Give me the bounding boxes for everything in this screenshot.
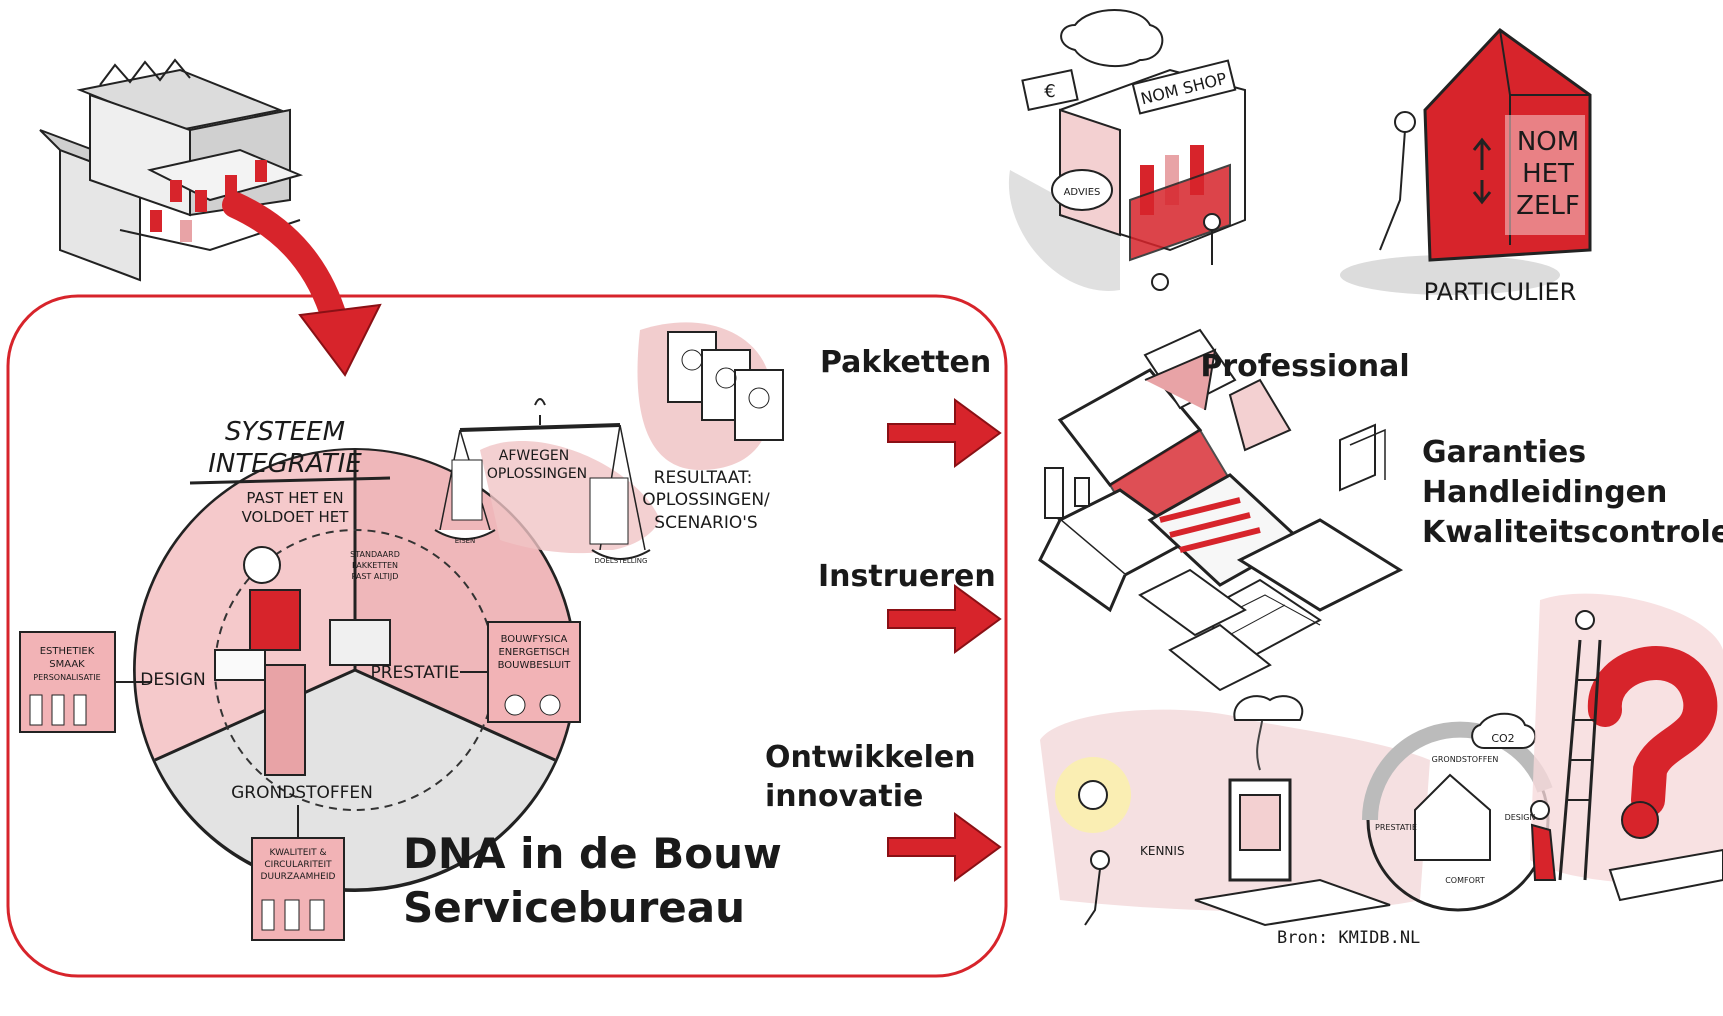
- result-cards: [637, 322, 784, 470]
- cycle-left: PRESTATIE: [1375, 823, 1417, 832]
- label-instrueren: Instrueren: [818, 559, 996, 594]
- side-box-bottom: [251, 805, 345, 941]
- shop-advice: ADVIES: [1064, 187, 1101, 198]
- side-box-right: [460, 621, 581, 723]
- nom-shop-illustration: [1008, 9, 1246, 291]
- bottom-box-line3: DUURZAAMHEID: [261, 872, 336, 882]
- scale-label-line2: OPLOSSINGEN: [487, 466, 587, 482]
- system-title-line2: INTEGRATIE: [208, 449, 362, 479]
- main-title-line2: Servicebureau: [403, 883, 745, 932]
- main-title-line1: DNA in de Bouw: [403, 829, 782, 878]
- deliverable-handleidingen: Handleidingen: [1422, 475, 1667, 510]
- arrow-pakketten: [887, 398, 1002, 468]
- house-text-line2: HET: [1522, 159, 1574, 189]
- label-pakketten: Pakketten: [820, 345, 991, 380]
- cycle-co2: CO2: [1491, 732, 1514, 745]
- house-text-line1: NOM: [1517, 127, 1579, 157]
- system-subtitle-line1: PAST HET EN: [246, 489, 343, 507]
- side-box-left: [19, 631, 152, 733]
- result-line3: SCENARIO'S: [654, 513, 757, 533]
- kennis-label: KENNIS: [1140, 844, 1185, 858]
- label-innovatie: innovatie: [765, 779, 923, 814]
- cycle-right: DESIGN: [1505, 813, 1536, 822]
- servicebureau-frame: [6, 294, 1008, 978]
- right-box-line1: BOUWFYSICA: [501, 634, 568, 645]
- scale-label-line1: AFWEGEN: [499, 448, 570, 464]
- factory-flow-arrow: [222, 192, 348, 333]
- segment-prestatie: PRESTATIE: [370, 663, 459, 683]
- euro-sign: €: [1044, 81, 1055, 102]
- source-credit: Bron: KMIDB.NL: [1277, 928, 1420, 948]
- result-line1: RESULTAAT:: [654, 468, 753, 488]
- bottom-box-line1: KWALITEIT &: [269, 848, 326, 858]
- left-box-line2: SMAAK: [49, 659, 85, 670]
- professional-label: Professional: [1200, 349, 1409, 384]
- factory-illustration: [39, 58, 304, 282]
- arrow-instrueren: [887, 584, 1002, 654]
- left-box-line1: ESTHETIEK: [40, 646, 95, 657]
- inner-note-line3: PAST ALTIJD: [352, 572, 399, 581]
- system-subtitle-line2: VOLDOET HET: [242, 508, 350, 526]
- professional-floorplan: [1038, 328, 1404, 692]
- scale-right-pan: DOELSTELLING: [595, 557, 648, 565]
- deliverable-garanties: Garanties: [1422, 435, 1586, 470]
- result-line2: OPLOSSINGEN/: [642, 490, 770, 510]
- cycle-top: GRONDSTOFFEN: [1432, 755, 1499, 764]
- inner-note-line1: STANDAARD: [350, 550, 400, 559]
- cycle-bottom: COMFORT: [1445, 876, 1485, 885]
- particulier-label: PARTICULIER: [1424, 278, 1577, 306]
- system-title-line1: SYSTEEM: [225, 417, 345, 447]
- nom-het-zelf-house: [1340, 28, 1592, 295]
- deliverable-kwaliteitscontrole: Kwaliteitscontrole: [1422, 515, 1723, 550]
- balance-scale: [434, 398, 660, 560]
- label-ontwikkelen: Ontwikkelen: [765, 740, 976, 775]
- innovation-illustration: [1040, 695, 1553, 927]
- inner-note-line2: PAKKETTEN: [352, 561, 398, 570]
- arrow-ontwikkelen: [887, 812, 1002, 882]
- segment-grondstoffen: GRONDSTOFFEN: [231, 783, 373, 803]
- left-box-line3: PERSONALISATIE: [33, 673, 100, 682]
- segment-design: DESIGN: [140, 670, 206, 690]
- right-box-line3: BOUWBESLUIT: [498, 660, 572, 671]
- scale-left-pan: EISEN: [455, 537, 476, 545]
- question-illustration: [1530, 593, 1723, 902]
- bottom-box-line2: CIRCULARITEIT: [264, 860, 332, 870]
- house-text-line3: ZELF: [1516, 191, 1580, 221]
- right-box-line2: ENERGETISCH: [498, 647, 569, 658]
